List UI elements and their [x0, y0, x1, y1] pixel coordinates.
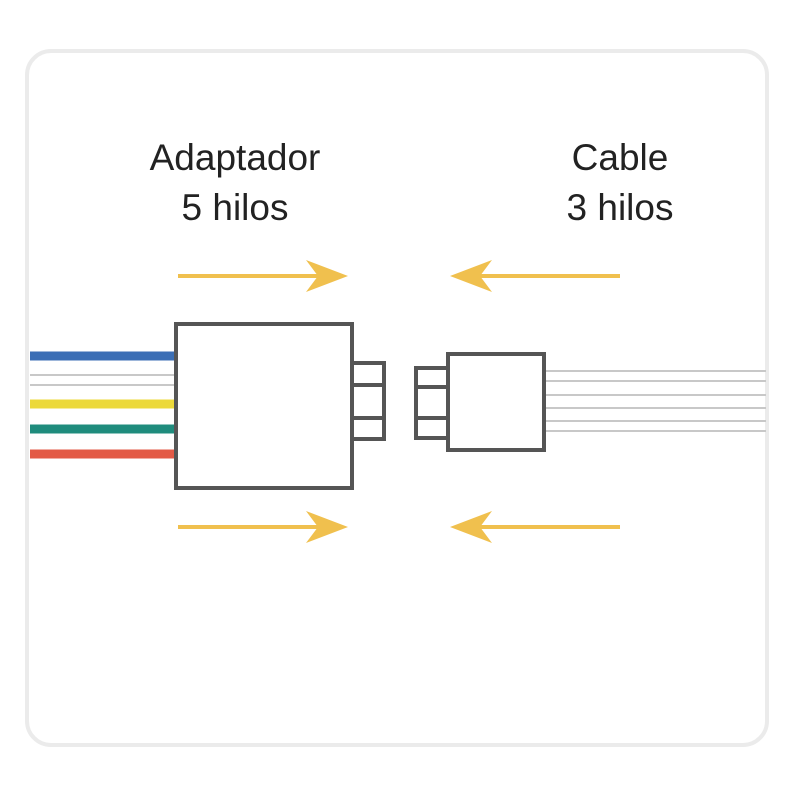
cable-label: Cable 3 hilos [490, 133, 750, 233]
adapter-label-line2: 5 hilos [181, 187, 289, 228]
cable-socket [414, 366, 450, 440]
diagram-card [25, 49, 769, 747]
cable-label-line2: 3 hilos [566, 187, 674, 228]
cable-body [446, 352, 546, 452]
adapter-body [174, 322, 354, 490]
adapter-connector [174, 322, 386, 490]
cable-wires [546, 370, 766, 432]
cable-label-line1: Cable [571, 137, 669, 178]
adapter-plug [350, 361, 386, 441]
adapter-wires [30, 351, 176, 459]
arrow-left-icon [450, 511, 620, 543]
arrows [178, 260, 620, 543]
adapter-label-line1: Adaptador [149, 137, 321, 178]
cable-connector [414, 352, 546, 452]
arrow-right-icon [178, 260, 348, 292]
arrow-left-icon [450, 260, 620, 292]
adapter-label: Adaptador 5 hilos [60, 133, 410, 233]
arrow-right-icon [178, 511, 348, 543]
